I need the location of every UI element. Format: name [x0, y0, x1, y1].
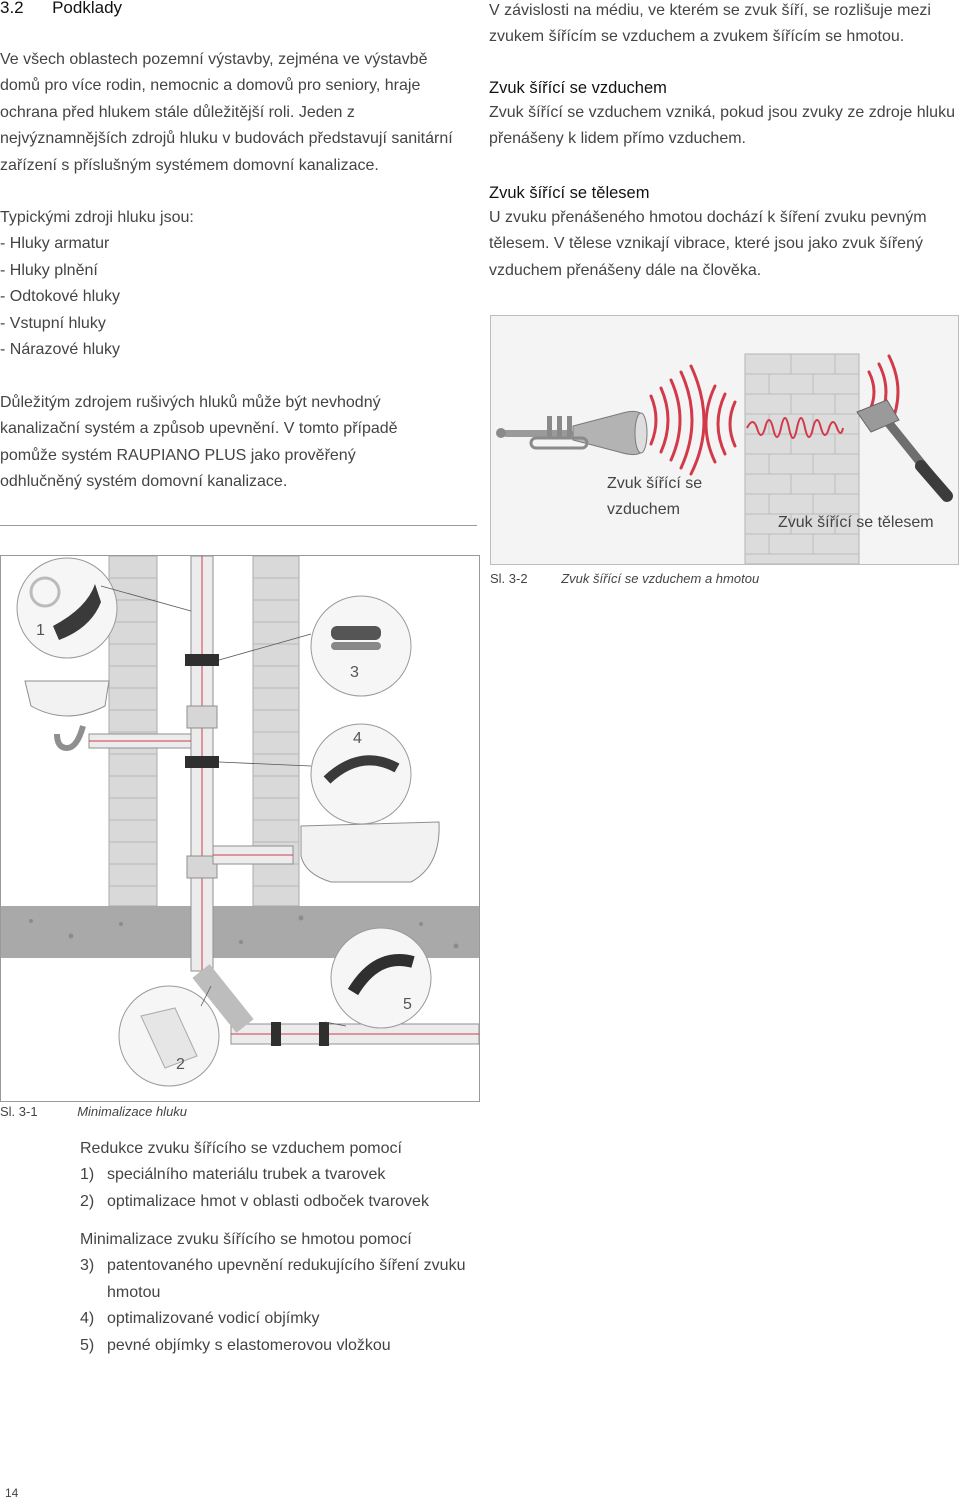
- detail-circle-4: [310, 723, 412, 825]
- list-item: - Nárazové hluky: [0, 341, 121, 359]
- noise-sources-list: - Hluky armatur - Hluky plnění - Odtokov…: [0, 231, 460, 363]
- item-text: optimalizace hmot v oblasti odboček tvar…: [107, 1192, 429, 1210]
- item-text: pevné objímky s elastomerovou vložkou: [107, 1336, 391, 1354]
- callout-4: 4: [353, 730, 362, 747]
- trumpet-icon: [496, 410, 648, 456]
- figure-sound-propagation: Zvuk šířící se vzduchem Zvuk šířící se t…: [490, 315, 959, 565]
- item-number: 4): [80, 1310, 95, 1328]
- figure-caption-3-1: Sl. 3-1 Minimalizace hluku: [0, 1104, 187, 1119]
- item-number: [80, 1280, 107, 1306]
- toilet-icon: [300, 821, 440, 883]
- caption-label: Sl. 3-1: [0, 1104, 38, 1119]
- reduction-body-heading: Minimalizace zvuku šířícího se hmotou po…: [80, 1231, 412, 1248]
- divider: [0, 525, 477, 526]
- brick-wall: [744, 353, 860, 564]
- callout-2: 2: [176, 1056, 185, 1073]
- stack-pipe: [185, 556, 219, 972]
- left-wall: [108, 556, 158, 907]
- ground-pipe: [192, 964, 479, 1046]
- airborne-label-line1: Zvuk šířící se: [607, 475, 703, 492]
- structure-text: U zvuku přenášeného hmotou dochází k šíř…: [489, 209, 927, 279]
- page-number: 14: [5, 1486, 19, 1500]
- detail-circle-5: [330, 927, 432, 1029]
- reduction-body-list: 3) patentovaného upevnění redukujícího š…: [80, 1253, 480, 1359]
- list-item: hmotou: [80, 1280, 480, 1306]
- wash-basin-icon: [24, 680, 110, 752]
- airborne-label: Zvuk šířící se vzduchem: [607, 471, 702, 523]
- airborne-text: Zvuk šířící se vzduchem vzniká, pokud js…: [489, 104, 955, 148]
- detail-circle-3: [310, 595, 412, 697]
- item-text: speciálního materiálu trubek a tvarovek: [107, 1166, 386, 1184]
- reduction-body-block: Minimalizace zvuku šířícího se hmotou po…: [80, 1227, 480, 1359]
- structure-block: Zvuk šířící se tělesem U zvuku přenášené…: [489, 181, 959, 284]
- airborne-title: Zvuk šířící se vzduchem: [489, 79, 667, 97]
- list-item: 5) pevné objímky s elastomerovou vložkou: [80, 1333, 480, 1359]
- air-sound-waves: [649, 364, 706, 476]
- list-item: - Hluky armatur: [0, 235, 110, 253]
- basin-branch: [88, 733, 192, 749]
- item-number: 5): [80, 1336, 95, 1354]
- reduction-air-list: 1) speciálního materiálu trubek a tvarov…: [80, 1162, 480, 1215]
- list-item: 2) optimalizace hmot v oblasti odboček t…: [80, 1189, 480, 1215]
- noise-sources-heading: Typickými zdroji hluku jsou:: [0, 209, 194, 226]
- noise-sources: Typickými zdroji hluku jsou: - Hluky arm…: [0, 205, 460, 363]
- list-item: 4) optimalizované vodicí objímky: [80, 1306, 480, 1332]
- detail-circle-1: [16, 557, 118, 659]
- item-text: hmotou: [107, 1283, 161, 1301]
- section-number: 3.2: [0, 0, 24, 17]
- airborne-label-line2: vzduchem: [607, 501, 680, 518]
- item-text: optimalizované vodicí objímky: [107, 1310, 320, 1328]
- item-number: 3): [80, 1257, 95, 1275]
- callout-1: 1: [36, 622, 45, 639]
- list-item: - Odtokové hluky: [0, 288, 121, 306]
- caption-text: Minimalizace hluku: [77, 1104, 188, 1119]
- figure-caption-3-2: Sl. 3-2 Zvuk šířící se vzduchem a hmotou: [490, 571, 759, 586]
- intro-paragraph: Ve všech oblastech pozemní výstavby, zej…: [0, 51, 453, 174]
- item-text: patentovaného upevnění redukujícího šíře…: [107, 1257, 466, 1275]
- list-item: 1) speciálního materiálu trubek a tvarov…: [80, 1162, 480, 1188]
- callout-5: 5: [403, 996, 412, 1013]
- hammer-icon: [856, 399, 953, 502]
- item-number: 2): [80, 1192, 95, 1210]
- section-heading: 3.2 Podklady: [0, 0, 122, 18]
- callout-3: 3: [350, 664, 359, 681]
- vibration-wave: [746, 417, 844, 439]
- section-title: Podklady: [52, 0, 123, 17]
- caption-text: Zvuk šířící se vzduchem a hmotou: [561, 571, 760, 586]
- reduction-air-block: Redukce zvuku šířícího se vzduchem pomoc…: [80, 1136, 480, 1215]
- detail-circle-2: [118, 985, 220, 1087]
- list-item: - Vstupní hluky: [0, 314, 106, 332]
- important-paragraph: Důležitým zdrojem rušivých hluků může bý…: [0, 394, 398, 491]
- item-number: 1): [80, 1166, 95, 1184]
- list-item: 3) patentovaného upevnění redukujícího š…: [80, 1253, 480, 1279]
- reduction-air-heading: Redukce zvuku šířícího se vzduchem pomoc…: [80, 1140, 402, 1157]
- structure-label: Zvuk šířící se tělesem: [778, 514, 934, 531]
- structure-title: Zvuk šířící se tělesem: [489, 184, 650, 202]
- installation-illustration: [1, 556, 479, 1087]
- sound-illustration: [496, 353, 953, 564]
- airborne-block: Zvuk šířící se vzduchem Zvuk šířící se v…: [489, 76, 959, 153]
- list-item: - Hluky plnění: [0, 261, 98, 279]
- figure-noise-minimization: 1 2 3 4 5: [0, 555, 480, 1102]
- right-intro: V závislosti na médiu, ve kterém se zvuk…: [489, 2, 931, 46]
- caption-label: Sl. 3-2: [490, 571, 528, 586]
- toilet-branch: [212, 845, 294, 865]
